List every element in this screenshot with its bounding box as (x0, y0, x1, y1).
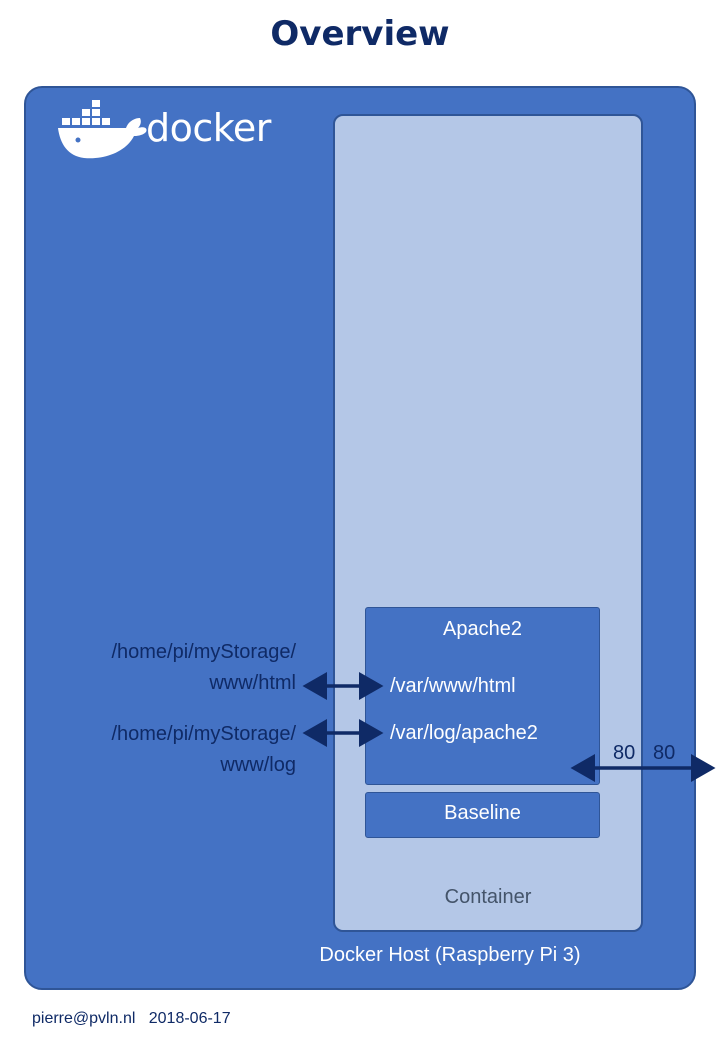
host-path-log-line1: /home/pi/myStorage/ (111, 723, 296, 745)
footer-email: pierre@pvln.nl (32, 1010, 136, 1027)
docker-host-label: Docker Host (Raspberry Pi 3) (319, 944, 581, 966)
mount-var-www-html: /var/www/html (390, 675, 516, 697)
baseline-layer: Baseline (365, 792, 600, 838)
docker-whale-icon (58, 100, 147, 159)
docker-wordmark: docker (146, 106, 271, 150)
footer: pierre@pvln.nl 2018-06-17 (32, 1010, 231, 1028)
host-path-html-line2: www/html (209, 672, 296, 694)
container-label: Container (444, 886, 532, 908)
host-path-log: /home/pi/myStorage/ www/log (26, 719, 296, 781)
baseline-title: Baseline (444, 802, 521, 824)
host-path-html: /home/pi/myStorage/ www/html (26, 637, 296, 699)
host-path-html-line1: /home/pi/myStorage/ (111, 641, 296, 663)
page-title: Overview (270, 14, 450, 54)
mount-var-log-apache2: /var/log/apache2 (390, 722, 538, 744)
footer-date: 2018-06-17 (148, 1010, 231, 1027)
apache2-title: Apache2 (443, 618, 522, 640)
host-path-log-line2: www/log (220, 754, 296, 776)
